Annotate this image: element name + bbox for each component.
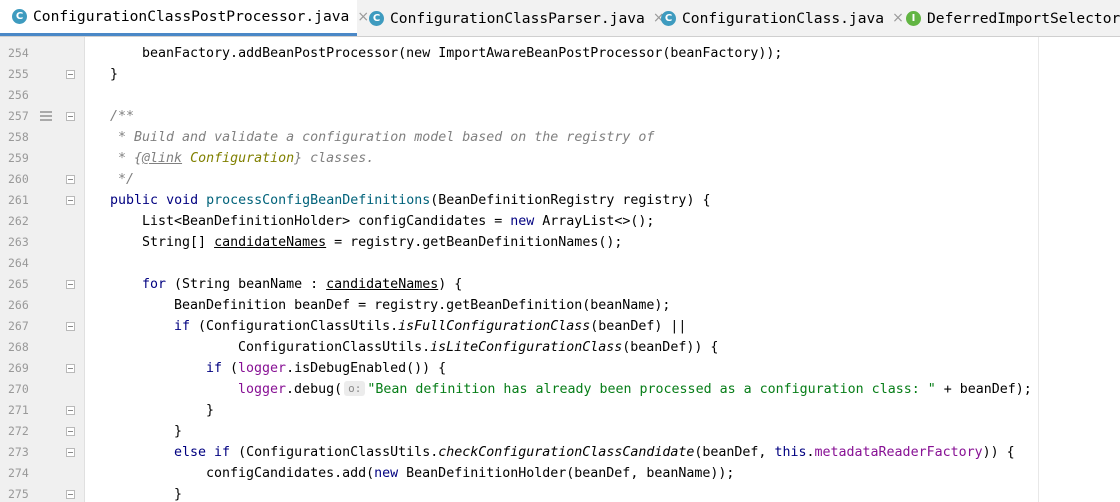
code-line-263: String[] candidateNames = registry.getBe… — [142, 235, 623, 250]
line-number: 273 — [8, 445, 29, 459]
code-line-260: */ — [110, 172, 135, 187]
fold-marker-icon[interactable] — [66, 490, 75, 499]
code-line-254: beanFactory.addBeanPostProcessor(new Imp… — [142, 46, 783, 61]
tab-label: DeferredImportSelector.ja — [927, 9, 1120, 27]
line-number: 259 — [8, 151, 29, 165]
class-icon: C — [12, 9, 27, 24]
right-margin-guide — [1038, 37, 1039, 502]
tab-configuration-class-post-processor[interactable]: C ConfigurationClassPostProcessor.java × — [0, 0, 369, 36]
code-line-271: } — [206, 403, 215, 418]
close-icon[interactable]: × — [892, 10, 904, 26]
interface-icon: I — [906, 10, 921, 26]
class-icon: C — [369, 10, 384, 26]
line-number: 270 — [8, 382, 29, 396]
tab-label: ConfigurationClassPostProcessor.java — [33, 8, 350, 25]
code-line-269: if (logger.isDebugEnabled()) { — [206, 361, 447, 376]
line-number: 267 — [8, 319, 29, 333]
code-line-272: } — [174, 424, 183, 439]
line-number: 263 — [8, 235, 29, 249]
code-line-258: * Build and validate a configuration mod… — [110, 130, 655, 145]
line-number: 254 — [8, 46, 29, 60]
tab-configuration-class-parser[interactable]: C ConfigurationClassParser.java × — [357, 0, 665, 36]
line-number: 255 — [8, 67, 29, 81]
code-line-255: } — [110, 67, 119, 82]
code-line-266: BeanDefinition beanDef = registry.getBea… — [174, 298, 671, 313]
line-number: 275 — [8, 487, 29, 501]
line-number: 257 — [8, 109, 29, 123]
tab-label: ConfigurationClass.java — [682, 9, 885, 27]
code-line-270: logger.debug(o:"Bean definition has alre… — [238, 381, 1032, 397]
doc-comment-icon[interactable] — [40, 111, 52, 121]
line-number: 272 — [8, 424, 29, 438]
line-number: 265 — [8, 277, 29, 291]
code-line-275: } — [174, 487, 183, 502]
editor-gutter: 254 255 256 257 258 259 260 261 262 263 … — [0, 37, 85, 502]
fold-marker-icon[interactable] — [66, 175, 75, 184]
close-icon[interactable]: × — [357, 8, 370, 25]
line-number: 274 — [8, 466, 29, 480]
code-line-262: List<BeanDefinitionHolder> configCandida… — [142, 214, 655, 229]
code-line-261: public void processConfigBeanDefinitions… — [110, 193, 711, 208]
fold-marker-icon[interactable] — [66, 406, 75, 415]
fold-marker-icon[interactable] — [66, 322, 75, 331]
line-number: 266 — [8, 298, 29, 312]
fold-marker-icon[interactable] — [66, 70, 75, 79]
fold-marker-icon[interactable] — [66, 196, 75, 205]
line-number: 264 — [8, 256, 29, 270]
code-editor[interactable]: beanFactory.addBeanPostProcessor(new Imp… — [85, 37, 1120, 502]
line-number: 258 — [8, 130, 29, 144]
line-number: 256 — [8, 88, 29, 102]
close-icon[interactable]: × — [652, 10, 665, 26]
code-line-268: ConfigurationClassUtils.isLiteConfigurat… — [238, 340, 719, 355]
code-line-267: if (ConfigurationClassUtils.isFullConfig… — [174, 319, 687, 334]
fold-marker-icon[interactable] — [66, 280, 75, 289]
class-icon: C — [661, 10, 676, 26]
parameter-hint: o: — [344, 381, 366, 396]
tab-configuration-class[interactable]: C ConfigurationClass.java × — [649, 0, 904, 36]
fold-marker-icon[interactable] — [66, 112, 75, 121]
line-number: 260 — [8, 172, 29, 186]
tab-deferred-import-selector[interactable]: I DeferredImportSelector.ja — [894, 0, 1120, 36]
code-line-274: configCandidates.add(new BeanDefinitionH… — [206, 466, 735, 481]
code-line-257: /** — [110, 109, 135, 124]
line-number: 261 — [8, 193, 29, 207]
tab-label: ConfigurationClassParser.java — [390, 9, 645, 27]
code-line-265: for (String beanName : candidateNames) { — [142, 277, 463, 292]
line-number: 271 — [8, 403, 29, 417]
code-line-273: else if (ConfigurationClassUtils.checkCo… — [174, 445, 1015, 460]
fold-marker-icon[interactable] — [66, 364, 75, 373]
editor-tab-bar: C ConfigurationClassPostProcessor.java ×… — [0, 0, 1120, 37]
fold-marker-icon[interactable] — [66, 427, 75, 436]
code-line-259: * {@link Configuration} classes. — [110, 151, 375, 166]
fold-marker-icon[interactable] — [66, 448, 75, 457]
line-number: 269 — [8, 361, 29, 375]
line-number: 262 — [8, 214, 29, 228]
line-number: 268 — [8, 340, 29, 354]
